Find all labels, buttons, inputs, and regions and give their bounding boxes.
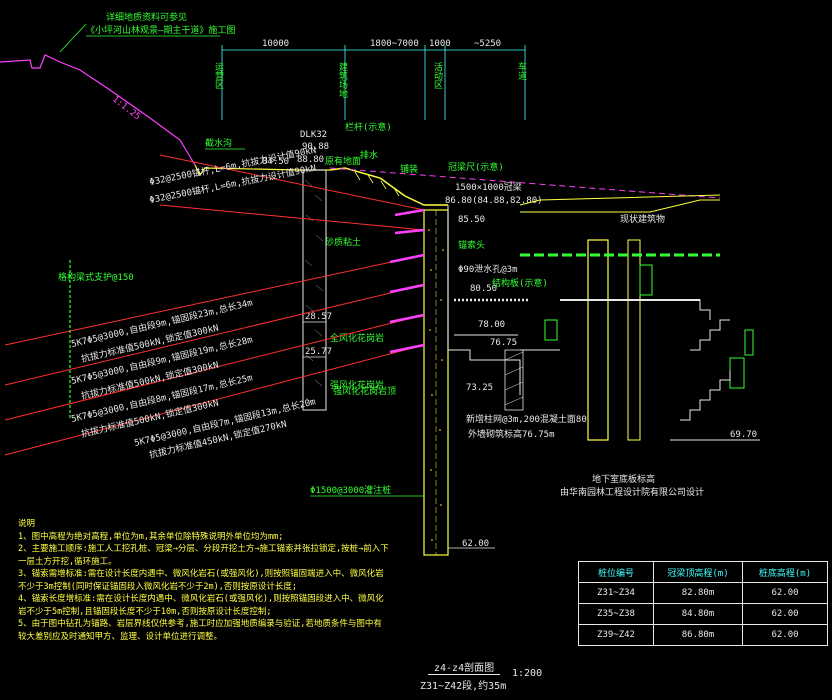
note-item-2: 2、主要施工顺序:施工人工挖孔桩、冠梁→分层、分段开挖土方→施工锚索并张拉锁定,… — [18, 544, 389, 567]
stair-2 — [690, 319, 730, 351]
zone-label-2: 建筑场地 — [337, 61, 348, 98]
pavement-label: 铺装 — [400, 163, 418, 175]
dim-5250: ~5250 — [474, 39, 501, 49]
top-note-line1: 详细地质资料可参见 — [106, 11, 187, 23]
ditch-label: 截水沟 — [205, 137, 232, 149]
elev-9088: 90.88 — [302, 142, 329, 152]
table-cell: 62.00 — [742, 603, 828, 625]
notes-title: 说明 — [18, 519, 36, 529]
excavation-line — [447, 205, 521, 395]
roof-line — [519, 194, 721, 206]
table-header-row: 桩位编号 冠梁顶高程(m) 桩底高程(m) — [578, 561, 828, 583]
table-cell: Z35~Z38 — [578, 603, 654, 625]
beam-label: 冠梁尺(示意) — [448, 161, 504, 173]
beam-elev: 86.80(84.88,82.80) — [445, 196, 543, 206]
wall-block-hatch — [504, 351, 524, 406]
soil-hatch — [304, 179, 324, 405]
anchor-heads — [389, 208, 425, 354]
drain-hole-label: Φ90泄水孔@3m — [458, 263, 518, 275]
note-item-3: 3、锚索需增标准:需在设计长度内遇中、微风化岩石(或强风化),则按照锚固端进入中… — [18, 569, 384, 592]
elev-8050: 80.50 — [470, 284, 497, 294]
elev-8550: 85.50 — [458, 215, 485, 225]
note-item-1: 1、图中高程为绝对高程,单位为m,其余单位除特殊说明外单位均为mm; — [18, 531, 284, 542]
elev-8880: 88.80 — [297, 155, 324, 165]
elev-2577: 25.77 — [305, 347, 332, 357]
building-column-2 — [627, 239, 641, 441]
window-4 — [744, 329, 754, 356]
drain-label: 排水 — [360, 149, 378, 161]
railing-label: 栏杆(示意) — [345, 121, 392, 133]
table-cell: Z39~Z42 — [578, 624, 654, 646]
pile-dots — [428, 229, 444, 541]
pile-label: Φ1500@3000灌注桩 — [310, 484, 391, 496]
table-cell: 84.80m — [653, 603, 743, 625]
slab-note-1: 新增柱网@3m,200混凝土面80 — [466, 413, 587, 425]
anchor-lines — [4, 154, 425, 456]
table-cell: 62.00 — [742, 624, 828, 646]
beam-size: 1500×1000冠梁 — [455, 181, 522, 193]
dim-10000: 10000 — [262, 39, 289, 49]
stair-1 — [680, 370, 731, 421]
structure-slab-label: 结构板(示意) — [492, 277, 548, 289]
elev-6200: 62.00 — [462, 539, 489, 549]
note-item-5: 5、由于图中钻孔为锚路、岩层界线仅供参考,施工时应加强地质编录与验证,若地质条件… — [18, 619, 382, 642]
zone-label-3: 活动区 — [432, 61, 443, 89]
weathered-granite-2: 强风化花岗岩 — [330, 379, 384, 391]
dim-1000: 1000 — [429, 39, 451, 49]
table-header: 桩底高程(m) — [742, 561, 828, 583]
dim-1800-7000: 1800~7000 — [370, 39, 419, 49]
elev-7325: 73.25 — [466, 383, 493, 393]
top-note-line2: 《小坪河山林观景—期主干道》施工图 — [86, 24, 235, 36]
table-cell: 86.80m — [653, 624, 743, 646]
zone-label-4: 车道 — [516, 61, 527, 81]
window-1 — [544, 319, 558, 341]
basement-label: 地下室底板标高 — [592, 473, 655, 485]
wall-block — [504, 349, 524, 411]
zone-label-1: 运营区 — [213, 62, 224, 89]
window-3 — [729, 357, 745, 389]
table-header: 桩位编号 — [578, 561, 654, 583]
sand-clay-label-1: 砂质粘土 — [325, 236, 361, 248]
note-item-4: 4、锚索长度增标准:需在设计长度内遇中、微风化岩石(或强风化),则按照锚固段进入… — [18, 594, 384, 617]
elev-7800: 78.00 — [478, 320, 505, 330]
beam-hatch — [354, 171, 400, 197]
strong-top-label: 强风化花岗岩顶 — [333, 385, 396, 397]
crown-beam — [329, 167, 448, 206]
anchor-head-label: 锚索头 — [458, 239, 485, 251]
anchor-labels: Φ32@2500锚杆,L=6m,抗拔力设计值90kN Φ32@2500锚杆,L=… — [70, 144, 317, 461]
design-by-label: 由华南园林工程设计院有限公司设计 — [560, 486, 704, 498]
window-2 — [639, 264, 653, 296]
slab-note-2: 外墙砌筑标高76.75m — [468, 428, 555, 440]
elev-8450: 84.50 — [262, 157, 289, 167]
notes-block: 说明 1、图中高程为绝对高程,单位为m,其余单位除特殊说明外单位均为mm; 2、… — [18, 518, 390, 643]
table-header: 冠梁顶高程(m) — [653, 561, 743, 583]
table-cell: 82.80m — [653, 582, 743, 604]
building-column — [587, 239, 609, 441]
stair-3 — [690, 299, 711, 320]
table-cell: 62.00 — [742, 582, 828, 604]
building-label: 现状建筑物 — [620, 213, 665, 225]
design-line — [329, 167, 721, 199]
lattice-wall-label: 格构梁式支护@150 — [58, 271, 134, 283]
soil-column — [302, 169, 327, 411]
table-row: Z39~Z42 86.80m 62.00 — [578, 624, 828, 646]
elev-7675: 76.75 — [490, 338, 517, 348]
table-cell: Z31~Z34 — [578, 582, 654, 604]
note-leader — [59, 23, 87, 53]
table-row: Z35~Z38 84.80m 62.00 — [578, 603, 828, 625]
pile-table: 桩位编号 冠梁顶高程(m) 桩底高程(m) Z31~Z34 82.80m 62.… — [578, 561, 828, 646]
elev-dlk32: DLK32 — [300, 130, 327, 140]
original-ground-label: 原有地面 — [325, 155, 361, 167]
elev-2857: 28.57 — [305, 312, 332, 322]
roof-line-2 — [520, 199, 720, 213]
scale-label: 1:200 — [512, 668, 543, 679]
elev-6970: 69.70 — [730, 430, 757, 440]
section-subtitle: Z31~Z42段,约35m — [420, 681, 507, 692]
weathered-granite-1: 全风化花岗岩 — [330, 332, 384, 344]
ground-profile — [0, 54, 196, 166]
section-title: z4-z4剖面图 — [428, 659, 501, 675]
table-row: Z31~Z34 82.80m 62.00 — [578, 582, 828, 604]
dimension-ticks — [221, 45, 526, 120]
